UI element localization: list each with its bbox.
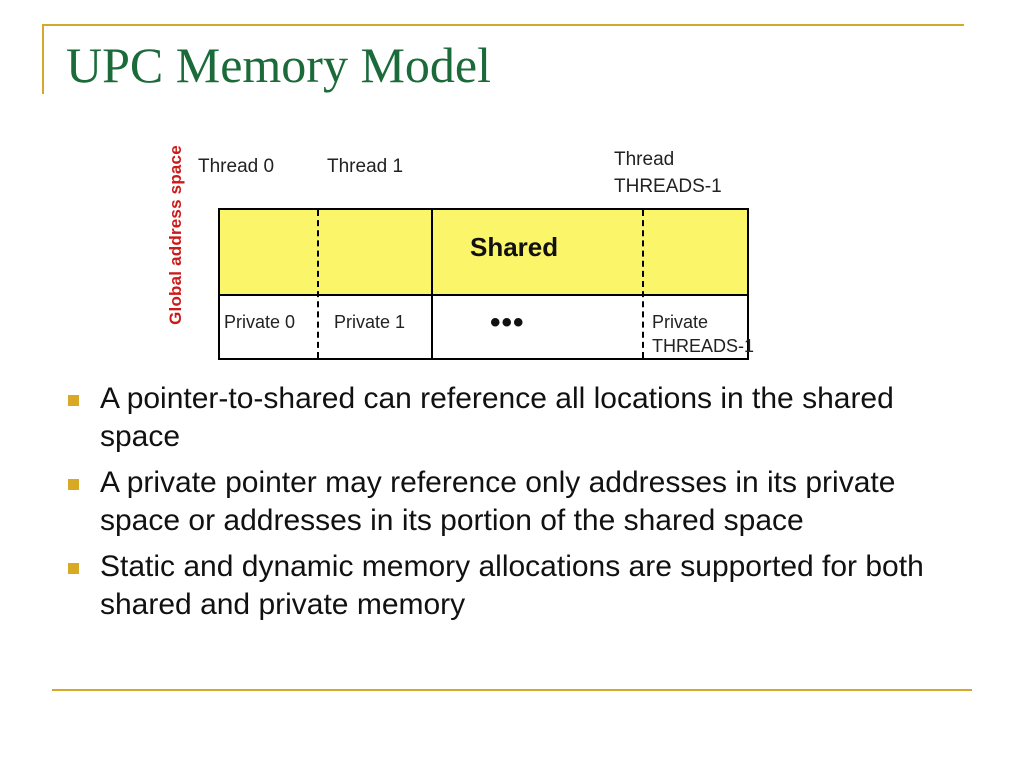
slide-title: UPC Memory Model	[66, 37, 491, 93]
bullet-item: A private pointer may reference only add…	[60, 464, 980, 540]
bullet-text: A pointer-to-shared can reference all lo…	[100, 382, 894, 453]
divider-dashed-2	[642, 210, 644, 358]
thread-last-label-line2: THREADS-1	[614, 176, 722, 197]
bullet-item: A pointer-to-shared can reference all lo…	[60, 380, 980, 456]
bullet-item: Static and dynamic memory allocations ar…	[60, 548, 980, 624]
bullet-square-icon	[68, 395, 79, 406]
bullet-square-icon	[68, 563, 79, 574]
memory-model-diagram: Global address space Thread 0 Thread 1 T…	[150, 108, 790, 368]
thread-0-label: Thread 0	[198, 156, 275, 177]
frame-left-line	[42, 24, 44, 94]
memory-grid: Shared Private 0 Private 1 ••• Private T…	[218, 208, 754, 360]
frame-top-line	[42, 24, 964, 26]
shared-region: Shared	[220, 210, 747, 296]
ellipsis-dots: •••	[490, 306, 525, 339]
bullet-text: A private pointer may reference only add…	[100, 466, 896, 537]
frame-bottom-line	[52, 689, 972, 691]
shared-label: Shared	[470, 232, 559, 262]
axis-label-container: Global address space	[158, 112, 194, 357]
private-0-label: Private 0	[224, 312, 296, 332]
bullet-square-icon	[68, 479, 79, 490]
global-address-space-label: Global address space	[166, 144, 185, 325]
bullet-text: Static and dynamic memory allocations ar…	[100, 550, 924, 621]
private-1-label: Private 1	[334, 312, 406, 332]
private-last-label-line1: Private	[652, 312, 709, 332]
private-last-label-line2: THREADS-1	[652, 336, 755, 356]
bullet-list: A pointer-to-shared can reference all lo…	[60, 380, 980, 632]
thread-1-label: Thread 1	[327, 156, 404, 177]
divider-solid-1	[431, 210, 433, 358]
thread-last-label-line1: Thread	[614, 149, 675, 170]
divider-dashed-1	[317, 210, 319, 358]
